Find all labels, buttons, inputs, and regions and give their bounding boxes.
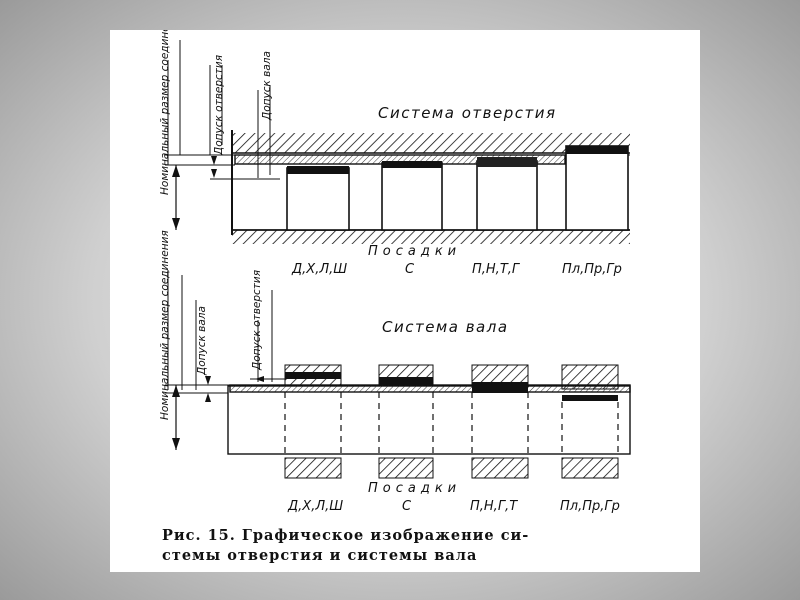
hole-system-title: Система отверстия [378,104,556,122]
bottom-fit-label-1: Д,Х,Л,Ш [287,499,343,514]
top-nominal-size-label: Номинальный размер соединения [159,30,171,195]
top-fit-label-4: Пл,Пр,Гр [562,262,622,277]
bottom-shaft-tolerance-label: Допуск вала [196,306,208,376]
figure-scan: Номинальный размер соединения Допуск отв… [110,30,700,572]
top-hole-tolerance-label: Допуск отверстия [213,55,225,156]
bottom-fits-heading: Посадки [368,481,461,496]
fit-systems-diagram: Номинальный размер соединения Допуск отв… [159,30,631,564]
bottom-fit-label-3: П,Н,Г,Т [470,499,518,514]
bottom-fit-label-2: С [402,499,412,514]
top-fits-heading: Посадки [368,244,461,259]
top-fit-label-2: С [405,262,415,277]
top-fit-label-3: П,Н,Т,Г [472,262,521,277]
bottom-hole-tolerance-label: Допуск отверстия [251,270,263,371]
bottom-nominal-size-label: Номинальный размер соединения [159,230,171,420]
top-fit-label-1: Д,Х,Л,Ш [291,262,347,277]
shaft-system-title: Система вала [382,318,509,336]
top-shaft-tolerance-label: Допуск вала [261,51,273,121]
figure-caption-line-1: Рис. 15. Графическое изображение си- [162,527,529,544]
figure-caption-line-2: стемы отверстия и системы вала [162,547,477,564]
hole-system-drawing: Номинальный размер соединения Допуск отв… [159,30,630,277]
bottom-fit-label-4: Пл,Пр,Гр [560,499,620,514]
shaft-system-drawing: Номинальный размер соединения Допуск вал… [159,230,631,514]
